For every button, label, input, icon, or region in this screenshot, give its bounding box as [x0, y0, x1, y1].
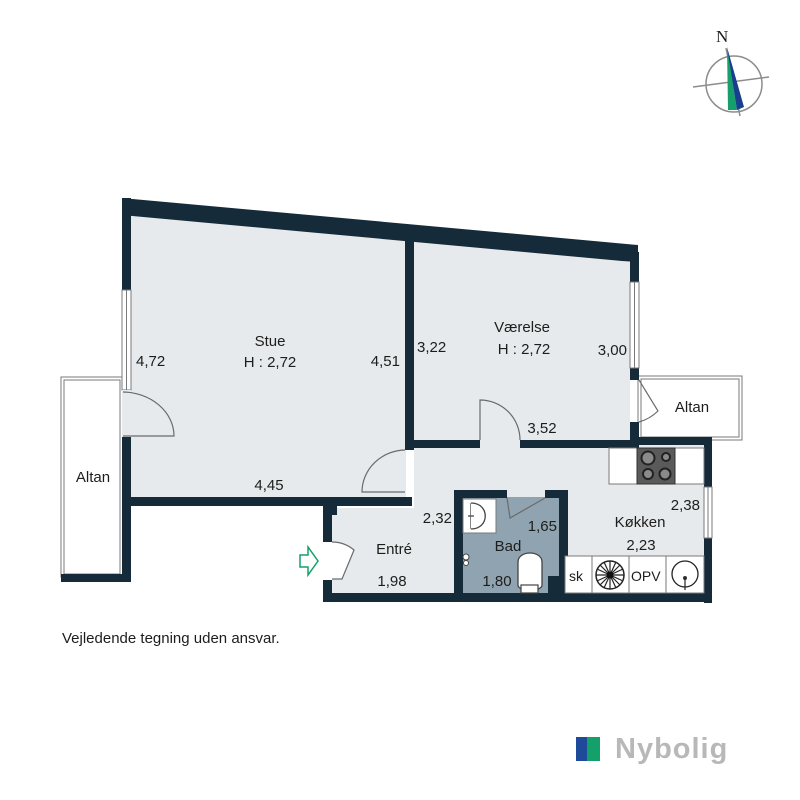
room-name-altan-east: Altan	[675, 399, 709, 416]
door-bad	[506, 497, 546, 519]
room-height-vaerelse: H : 2,72	[498, 341, 551, 358]
logo-brand-text: Nybolig	[615, 733, 729, 765]
stove-icon	[636, 447, 676, 485]
room-height-stue: H : 2,72	[244, 354, 297, 371]
sk-label: sk	[569, 568, 584, 584]
labels: Stue H : 2,72 4,72 4,51 4,45 Værelse H :…	[76, 319, 709, 590]
room-name-entre: Entré	[376, 541, 412, 558]
entrance-arrow-icon	[299, 544, 319, 578]
door-vaerelse-hall	[479, 399, 521, 441]
floor-drain-icon	[462, 553, 470, 566]
toilet-icon	[517, 552, 543, 594]
dim-bad-top: 1,65	[528, 518, 557, 535]
north-label: N	[716, 27, 728, 46]
dim-vaerelse-right: 3,00	[598, 342, 627, 359]
logo-green-square-icon	[587, 737, 600, 761]
doors	[122, 379, 659, 580]
bath-fixtures	[462, 498, 543, 594]
dim-stue-bottom: 4,45	[254, 477, 283, 494]
dim-stue-left: 4,72	[136, 353, 165, 370]
dim-kokken-bottom: 2,23	[626, 537, 655, 554]
disclaimer-text: Vejledende tegning uden ansvar.	[62, 630, 280, 647]
dim-stue-right: 4,51	[371, 353, 400, 370]
opv-label: OPV	[631, 568, 661, 584]
door-stue-hall	[361, 449, 406, 493]
logo-blue-square-icon	[576, 737, 587, 761]
room-name-bad: Bad	[495, 538, 522, 555]
kitchen-fixtures: sk OPV	[564, 555, 705, 594]
dim-entre-bottom: 1,98	[377, 573, 406, 590]
kitchen-counter	[608, 447, 705, 485]
ventilation-icon	[595, 560, 625, 590]
compass: N	[692, 27, 770, 117]
dim-vaerelse-left: 3,22	[417, 339, 446, 356]
washbasin-icon	[468, 502, 486, 530]
door-stue-altan	[122, 390, 175, 437]
room-name-vaerelse: Værelse	[494, 319, 550, 336]
room-name-kokken: Køkken	[615, 514, 666, 531]
room-name-stue: Stue	[255, 333, 286, 350]
dim-entre-top: 2,32	[423, 510, 452, 527]
sink-icon	[671, 560, 699, 590]
window-stue-west	[121, 289, 132, 391]
walls	[61, 198, 712, 603]
nybolig-logo: Nybolig	[576, 733, 729, 765]
floors	[131, 208, 705, 593]
dim-vaerelse-bottom: 3,52	[527, 420, 556, 437]
dim-kokken-top: 2,38	[671, 497, 700, 514]
dim-bad-bottom: 1,80	[482, 573, 511, 590]
door-entre	[331, 541, 355, 580]
room-name-altan-west: Altan	[76, 469, 110, 486]
window-vaerelse-east	[629, 281, 640, 369]
door-vaerelse-altan	[638, 379, 659, 423]
north-arrow-icon	[727, 47, 744, 110]
window-kitchen-east	[703, 486, 713, 539]
